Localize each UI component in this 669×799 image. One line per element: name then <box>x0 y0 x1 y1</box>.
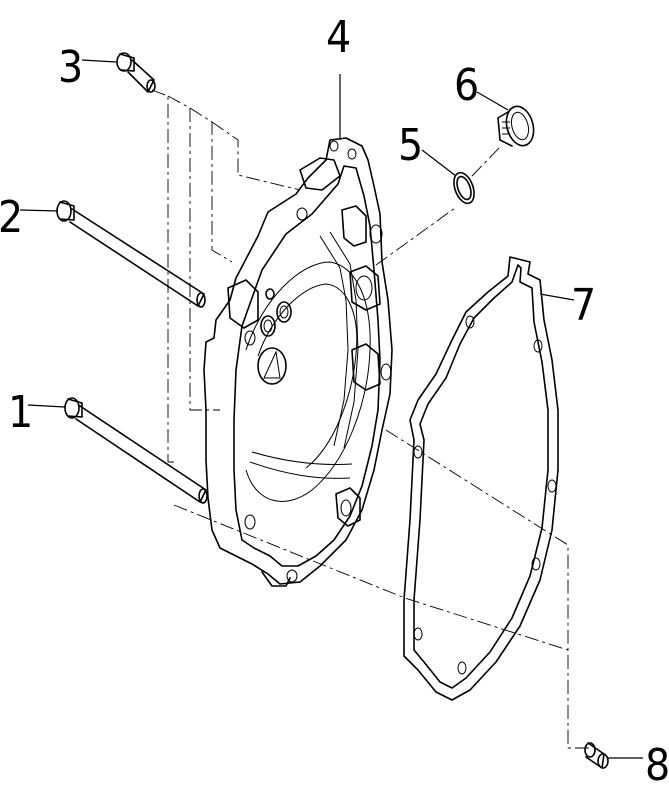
part-8-dowel-pin <box>584 742 609 769</box>
callout-2: 2 <box>0 192 23 243</box>
assembly-centerlines <box>151 89 590 749</box>
callout-4: 4 <box>326 12 351 63</box>
part-7-gasket <box>403 256 559 701</box>
part-3-short-bolt <box>116 52 156 93</box>
leader-lines <box>19 59 643 759</box>
callout-3: 3 <box>58 42 83 93</box>
callout-5: 5 <box>398 120 423 171</box>
part-6-plug <box>497 105 535 147</box>
part-5-o-ring <box>453 171 475 205</box>
part-1-long-bolt <box>64 397 208 504</box>
callout-labels: 1 2 3 4 5 6 7 8 <box>0 12 669 791</box>
callout-1: 1 <box>8 387 33 438</box>
part-2-long-bolt <box>56 200 206 308</box>
callout-6: 6 <box>454 60 479 111</box>
callout-7: 7 <box>571 280 596 331</box>
part-4-crankcase-cover <box>203 137 393 587</box>
callout-8: 8 <box>645 740 669 791</box>
